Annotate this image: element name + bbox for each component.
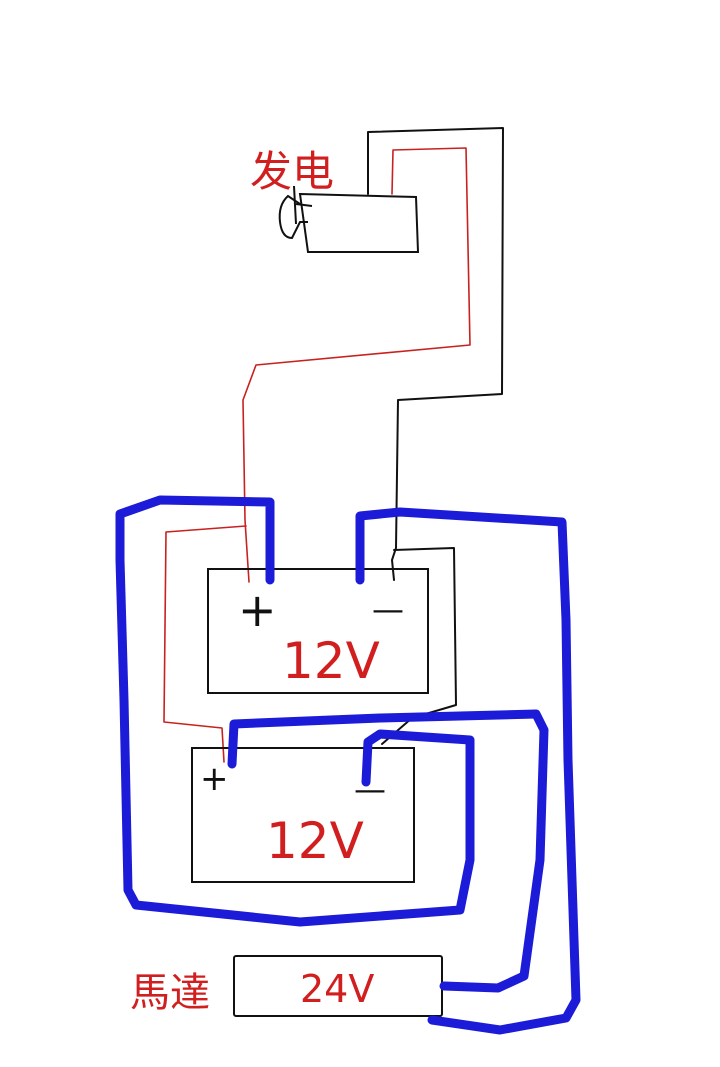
generator-label: 发电 [250, 147, 334, 196]
generator-body [298, 192, 420, 253]
battery-top: + — 12V [207, 568, 429, 694]
battery-bottom-plus: + [200, 759, 229, 799]
battery-link-red-wire [163, 525, 247, 763]
battery-top-voltage: 12V [282, 632, 380, 690]
generator-black-wire [367, 127, 504, 581]
blue-top-minus-to-motor [355, 507, 581, 1035]
motor-voltage: 24V [300, 967, 374, 1011]
battery-top-body [207, 568, 429, 694]
battery-bottom: + — 12V [191, 747, 415, 883]
blue-bottom-plus-to-motor [227, 709, 549, 993]
generator-shaft-detail [293, 185, 313, 225]
generator-shaft [278, 194, 308, 240]
motor: 24V [233, 955, 443, 1017]
battery-link-black-wire [381, 547, 457, 745]
generator [278, 185, 420, 253]
blue-top-plus-to-bottom-minus-loop [115, 495, 475, 927]
battery-top-plus: + [238, 583, 277, 637]
battery-top-minus: — [372, 590, 404, 628]
battery-bottom-body [191, 747, 415, 883]
battery-bottom-voltage: 12V [266, 812, 364, 870]
motor-label: 馬達 [130, 970, 210, 1016]
